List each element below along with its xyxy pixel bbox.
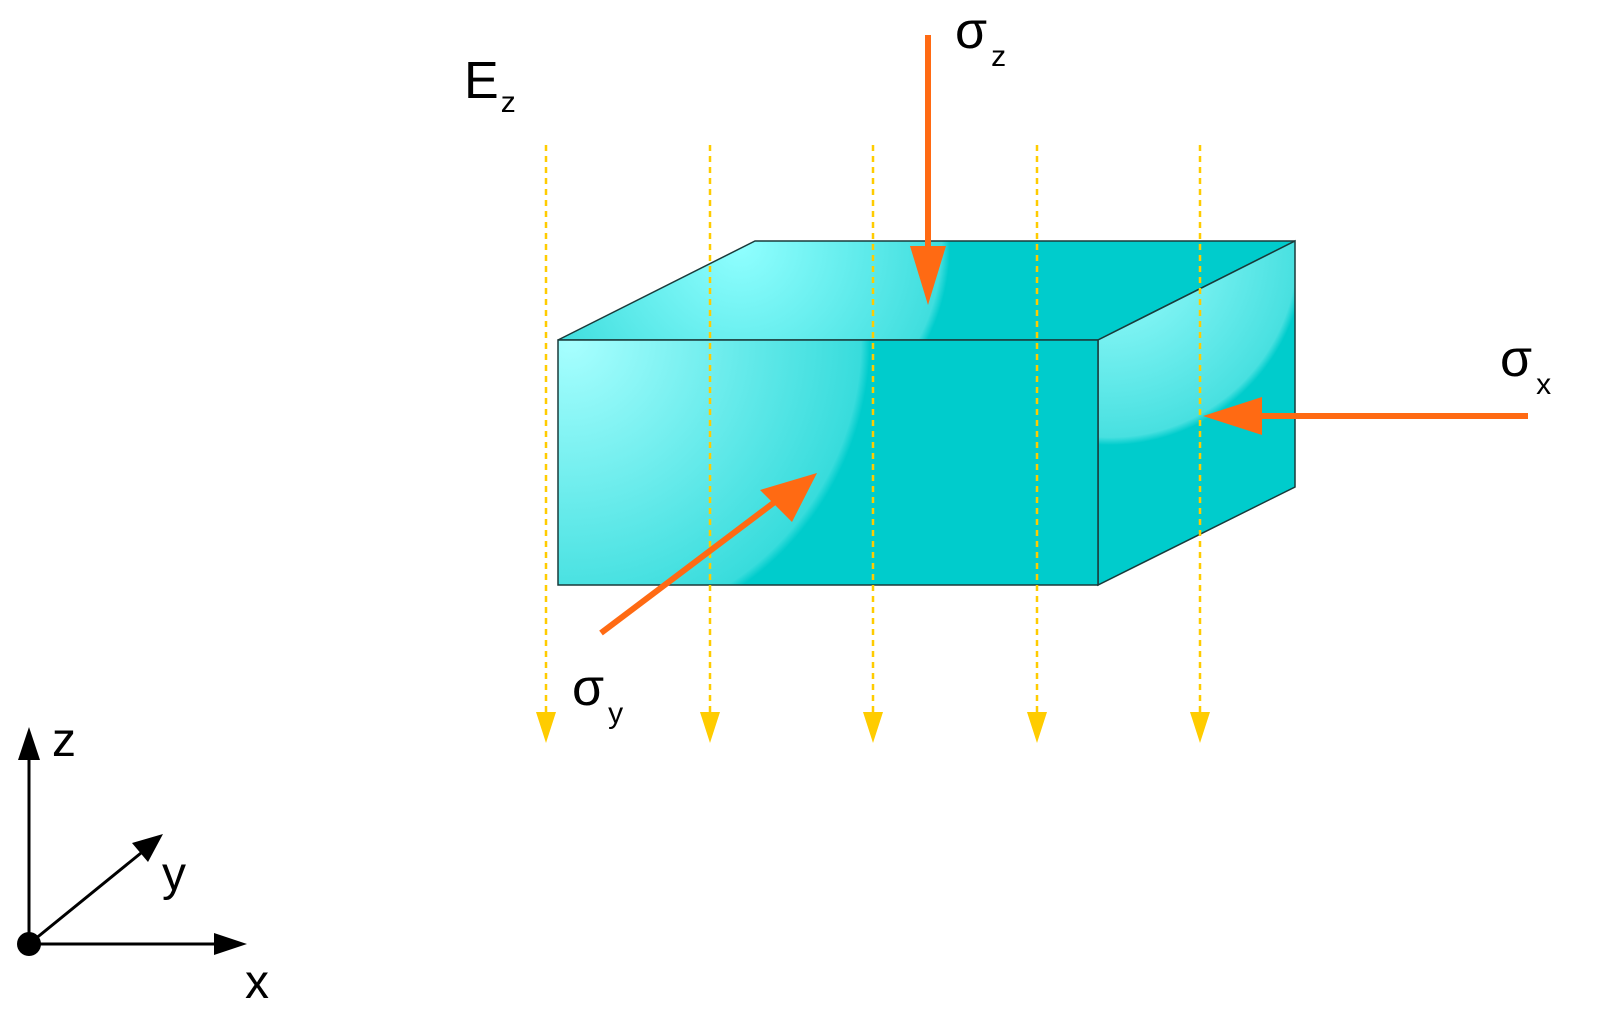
stress-x-arrow	[1203, 397, 1528, 435]
field-arrowheads	[536, 712, 1210, 743]
y-axis-label: y	[162, 848, 186, 901]
x-axis-arrowhead	[214, 933, 247, 955]
crystal-block	[557, 239, 1296, 587]
origin-dot	[17, 932, 41, 956]
stress-y-arrow	[599, 473, 817, 636]
coordinate-axes: z y x	[17, 714, 269, 1009]
field-label: Ez	[464, 52, 516, 119]
electric-field-lines	[544, 145, 1202, 715]
field-arrowhead	[1190, 712, 1210, 743]
field-arrowhead	[1027, 712, 1047, 743]
field-arrowhead	[536, 712, 556, 743]
x-axis-label: x	[245, 956, 269, 1009]
field-arrowhead	[700, 712, 720, 743]
z-axis-label: z	[52, 714, 76, 767]
stress-z-arrow	[910, 35, 946, 305]
y-axis-arrowhead	[132, 834, 163, 862]
block-front-face	[557, 339, 1099, 586]
z-axis-arrowhead	[18, 727, 40, 760]
y-axis	[28, 851, 142, 946]
field-arrowhead	[863, 712, 883, 743]
